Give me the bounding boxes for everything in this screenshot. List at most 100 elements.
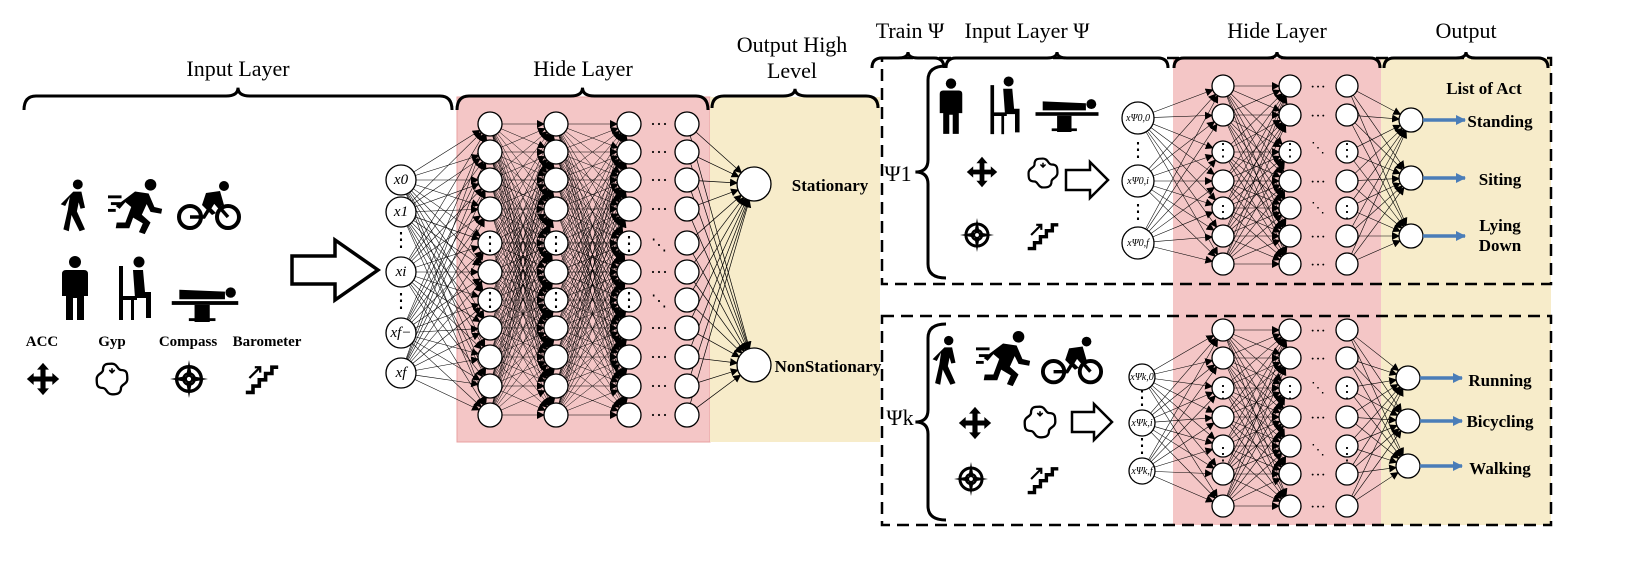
edge	[413, 158, 481, 204]
sensor-label-gyp: Gyp	[98, 334, 126, 350]
edge	[559, 134, 627, 317]
psik-input-label-0: xΨk,0	[1129, 372, 1153, 383]
edge	[1151, 189, 1215, 231]
diagonal-ellipsis: ⋱	[1311, 381, 1325, 396]
edge	[567, 127, 619, 148]
psik-input-neuron	[1128, 409, 1156, 437]
edge	[415, 184, 480, 207]
edge	[410, 280, 483, 362]
sensor-labels: ACC Gyp Compass Barometer	[26, 334, 302, 350]
edge	[1148, 93, 1217, 170]
psi1-hidden-neuron	[1335, 252, 1359, 276]
row-ellipsis: ···	[650, 114, 668, 134]
edge	[1231, 158, 1283, 202]
input-node-label-xi: xi	[395, 264, 407, 280]
edge	[1355, 428, 1400, 468]
hidden-neuron	[616, 111, 642, 137]
edge	[500, 389, 546, 411]
hidden-neuron	[477, 344, 503, 370]
edge	[1232, 155, 1281, 177]
column-ellipsis: ⋮	[619, 233, 639, 255]
hidden-neuron	[674, 196, 700, 222]
edge	[562, 133, 624, 233]
edge	[695, 194, 742, 236]
edge	[1227, 95, 1287, 227]
cyclist-icon	[179, 181, 239, 228]
psik-hidden-neuron	[1278, 494, 1302, 518]
edge	[1356, 239, 1401, 260]
psi1-hidden-neuron	[1211, 169, 1235, 193]
psi1-hidden-neuron	[1335, 140, 1359, 164]
edge	[567, 155, 619, 176]
right-hide-layer-brace	[1172, 51, 1382, 69]
edge	[691, 219, 749, 351]
activity-outputs: List of Act Standing Siting Lying Down R…	[1446, 79, 1534, 478]
output-high-brace	[710, 88, 880, 109]
hidden-neuron	[616, 373, 642, 399]
edge	[1233, 184, 1281, 205]
edge	[696, 374, 742, 409]
psik-vertical-brace	[915, 322, 947, 522]
move-arrows-icon	[966, 156, 998, 188]
column-ellipsis: ⋮	[619, 289, 639, 311]
edge	[495, 309, 551, 405]
hidden-neuron	[477, 259, 503, 285]
lying-person-icon	[1035, 99, 1099, 132]
edge	[1355, 423, 1400, 460]
hidden-neuron	[616, 315, 642, 341]
hidden-neuron	[477, 402, 503, 428]
edge	[413, 278, 481, 325]
edge	[560, 134, 626, 290]
act-bicycling-label: Bicycling	[1466, 412, 1534, 431]
psik-output-neuron	[1395, 365, 1421, 391]
psi1-hidden-neuron	[1211, 224, 1235, 248]
column-ellipsis: ⋮	[1338, 202, 1356, 222]
edge	[1154, 426, 1214, 445]
edge	[1232, 478, 1281, 502]
psi1-hidden-neuron	[1278, 140, 1302, 164]
column-ellipsis: ⋮	[1281, 382, 1299, 402]
psik-input-neuron	[1128, 457, 1156, 485]
edge	[411, 131, 483, 202]
psi1-hollow-arrow	[1064, 158, 1110, 202]
column-ellipsis: ⋮	[480, 233, 500, 255]
edge	[1357, 377, 1398, 387]
output-high-level-region	[710, 97, 880, 442]
edge	[495, 252, 551, 347]
diagonal-ellipsis: ⋱	[651, 237, 667, 254]
row-ellipsis: ···	[650, 170, 668, 190]
edge	[1153, 154, 1214, 177]
psi1-input-neuron	[1121, 226, 1155, 260]
hidden-neuron	[674, 287, 700, 313]
edge	[413, 279, 481, 323]
edge	[561, 133, 625, 262]
edge	[493, 219, 555, 404]
row-ellipsis: ···	[650, 262, 668, 282]
edge	[415, 356, 480, 371]
edge	[493, 134, 554, 289]
edge	[1228, 396, 1286, 497]
column-ellipsis: ⋮	[1214, 382, 1232, 402]
edge	[411, 342, 482, 408]
edge	[1226, 95, 1288, 254]
edge	[1152, 123, 1214, 150]
edge	[1149, 191, 1216, 258]
edge	[1357, 464, 1398, 473]
input-node-label-x1: x1	[393, 204, 408, 220]
psi1-input-neuron	[1121, 101, 1155, 135]
hidden-neuron	[543, 259, 569, 285]
sensor-label-compass: Compass	[159, 334, 218, 350]
psik-input-neuron	[1128, 363, 1156, 391]
psi1-hidden-neuron	[1211, 103, 1235, 127]
hidden-neuron	[616, 230, 642, 256]
psi1-input-neuron	[1121, 164, 1155, 198]
edge	[1352, 387, 1403, 465]
edge	[1228, 94, 1286, 199]
standing-person-icon	[62, 256, 88, 320]
hidden-neuron	[674, 373, 700, 399]
psik-input-ellipsis-1: ⋮	[1132, 387, 1152, 409]
input-layer-psi-header: Input Layer Ψ	[965, 18, 1091, 43]
input-neuron	[385, 317, 417, 349]
edge	[1148, 159, 1217, 232]
psi1-vertical-brace	[915, 64, 947, 280]
